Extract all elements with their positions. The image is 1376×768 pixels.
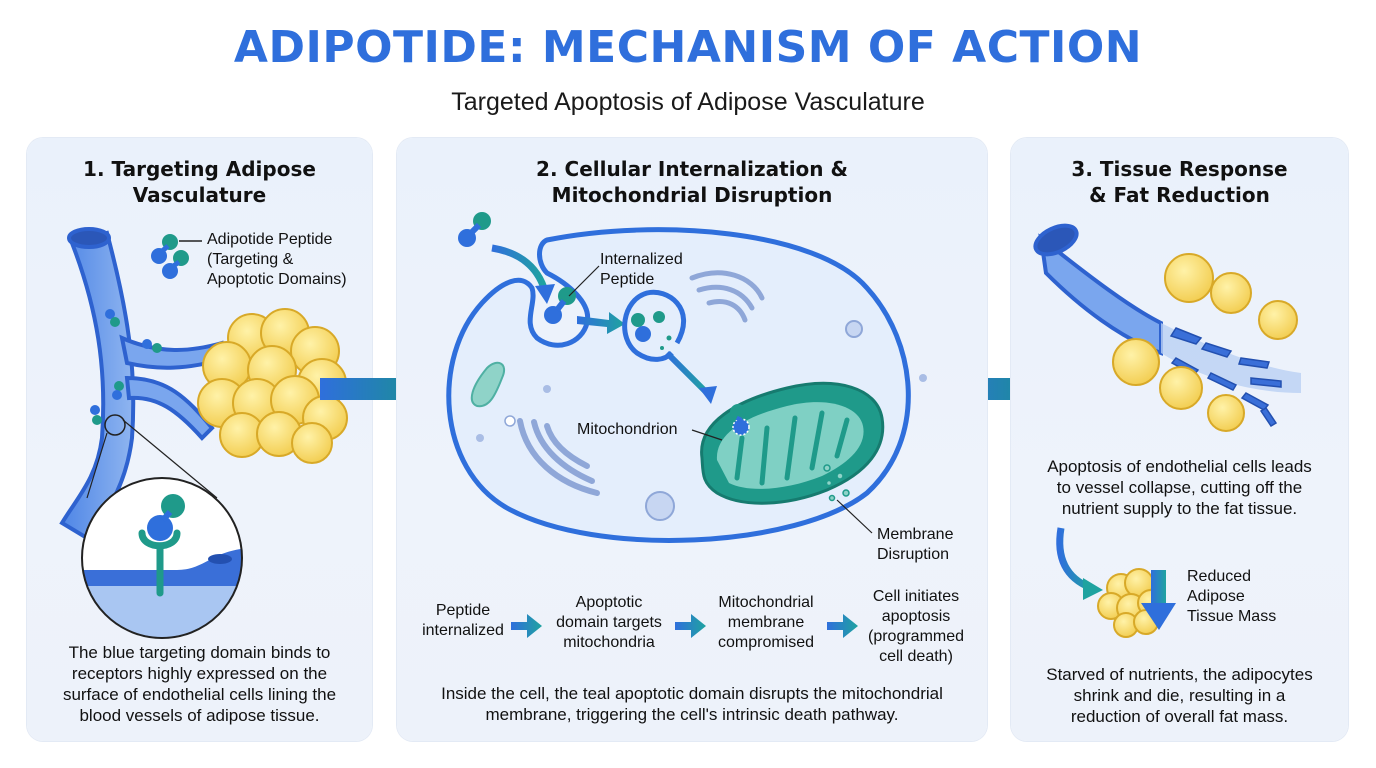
panel-title: 2. Cellular Internalization & Mitochondr… (536, 157, 848, 207)
cell-illustration (446, 212, 927, 638)
panel-description: Inside the cell, the teal apoptotic doma… (441, 684, 943, 724)
adipocyte-cluster (197, 308, 348, 464)
endosome (622, 289, 686, 362)
entry-arrow (491, 244, 548, 290)
panel-description: The blue targeting domain binds to recep… (62, 643, 337, 725)
peptide-icon (458, 212, 491, 247)
panel-title: 1. Targeting Adipose Vasculature (83, 157, 316, 207)
step-arrow (675, 614, 706, 638)
golgi-apparatus (689, 270, 765, 323)
small-mitochondrion (470, 361, 506, 408)
panel-internalization: 2. Cellular Internalization & Mitochondr… (397, 138, 987, 741)
vesicle (845, 320, 863, 338)
peptide-label: Adipotide Peptide (Targeting & Apoptotic… (207, 231, 347, 288)
peptide-icon (151, 234, 202, 279)
internalized-peptide-icon (544, 287, 576, 324)
internalized-peptide-label: Internalized Peptide (600, 251, 683, 288)
decrease-arrow-icon (1141, 570, 1176, 630)
membrane-disruption-debris (823, 464, 850, 502)
panel-description-bottom: Starved of nutrients, the adipocytes shr… (1046, 665, 1313, 726)
shrunken-fat-cluster (1097, 568, 1165, 638)
vessel-segment (1038, 233, 1163, 356)
curved-arrow (1056, 527, 1093, 592)
vessel-opening (67, 227, 111, 249)
vesicle (645, 491, 675, 521)
page-title: ADIPOTIDE: MECHANISM OF ACTION (233, 22, 1143, 73)
golgi-apparatus (517, 418, 600, 496)
collapsed-vessel-illustration (1033, 223, 1301, 638)
vessel-opening (1033, 223, 1079, 257)
step-peptide-internalized: Peptide internalized (422, 602, 504, 639)
page-subtitle: Targeted Apoptosis of Adipose Vasculatur… (451, 88, 925, 116)
panel-targeting: 1. Targeting Adipose Vasculature (27, 138, 372, 741)
vessel-branch (124, 375, 215, 441)
peptide-icon (90, 309, 162, 425)
step-arrow (511, 614, 542, 638)
step-domain-targets: Apoptotic domain targets mitochondria (556, 594, 662, 651)
membrane-disruption-label: Membrane Disruption (877, 526, 954, 563)
panel-description-top: Apoptosis of endothelial cells leads to … (1047, 457, 1312, 518)
panel-tissue-response: 3. Tissue Response & Fat Reduction (1011, 138, 1348, 741)
step-arrow (827, 614, 858, 638)
reduced-mass-label: Reduced Adipose Tissue Mass (1187, 568, 1277, 625)
mitochondrion-label: Mitochondrion (577, 421, 678, 438)
step-membrane-compromised: Mitochondrial membrane compromised (717, 594, 815, 651)
panel-title: 3. Tissue Response & Fat Reduction (1071, 157, 1288, 207)
step-apoptosis: Cell initiates apoptosis (programmed cel… (867, 588, 965, 665)
adipocyte (1112, 253, 1298, 432)
blood-vessel-illustration (59, 227, 348, 639)
zoom-origin (104, 414, 126, 436)
